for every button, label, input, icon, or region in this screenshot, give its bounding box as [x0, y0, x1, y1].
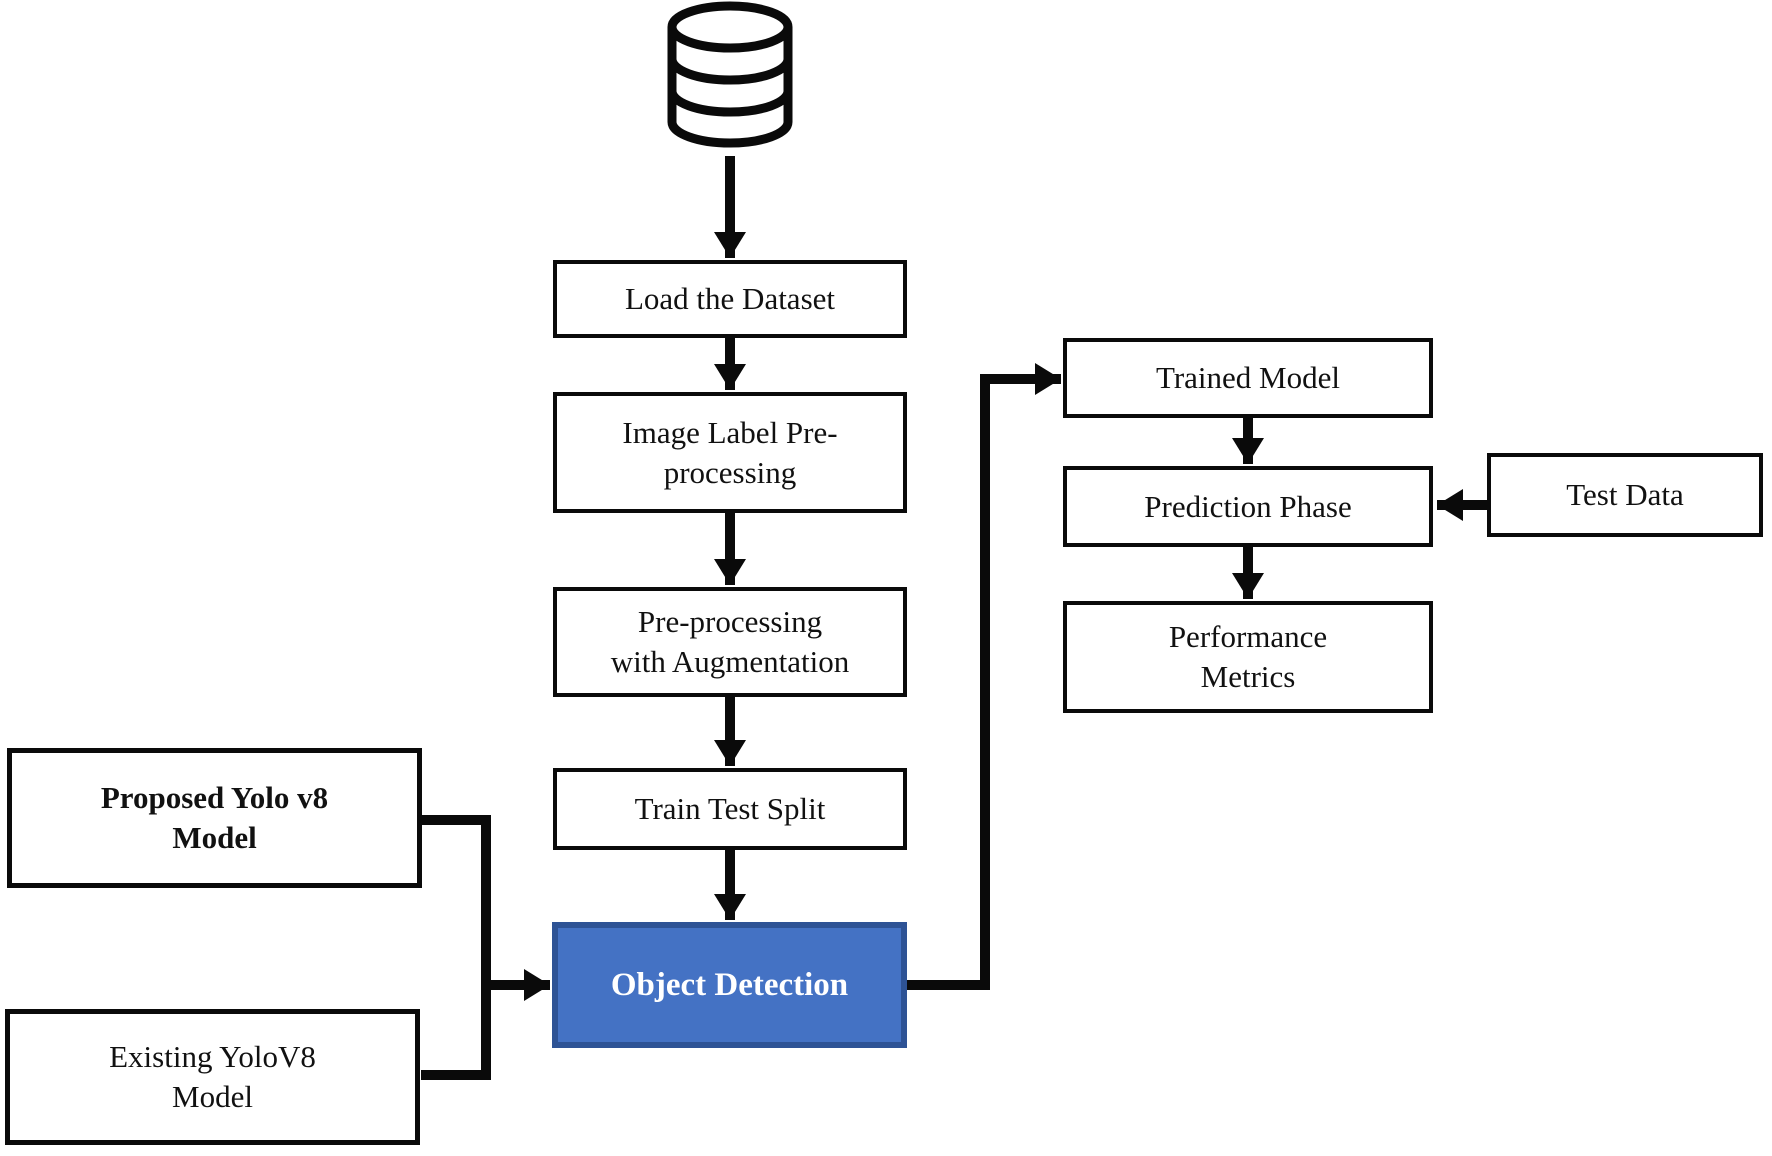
node-existing-yolov8-model: Existing YoloV8 Model — [5, 1009, 420, 1145]
node-performance-metrics: Performance Metrics — [1063, 601, 1433, 713]
node-preprocessing-augmentation: Pre-processing with Augmentation — [553, 587, 907, 697]
node-label: Pre-processing — [637, 604, 823, 640]
node-train-test-split: Train Test Split — [553, 768, 907, 850]
node-label: Test Data — [1566, 477, 1684, 513]
node-proposed-yolov8-model: Proposed Yolo v8 Model — [7, 748, 422, 888]
node-label: Object Detection — [610, 966, 849, 1003]
node-label: Metrics — [1200, 659, 1296, 694]
node-label: Train Test Split — [634, 791, 826, 827]
node-trained-model: Trained Model — [1063, 338, 1433, 418]
node-label: Prediction Phase — [1144, 488, 1352, 524]
node-load-dataset: Load the Dataset — [553, 260, 907, 338]
node-label: Performance — [1168, 619, 1328, 655]
node-label: Image Label Pre- — [622, 414, 838, 450]
node-label: Model — [172, 1079, 253, 1114]
node-image-label-preprocessing: Image Label Pre- processing — [553, 392, 907, 513]
node-label: Trained Model — [1156, 360, 1340, 396]
node-label: Proposed Yolo v8 — [100, 780, 329, 816]
connector-models-trunk — [421, 815, 491, 1080]
node-label: Existing YoloV8 — [109, 1039, 316, 1075]
node-label: Load the Dataset — [624, 281, 836, 317]
node-label: with Augmentation — [610, 644, 850, 679]
node-test-data: Test Data — [1487, 453, 1763, 537]
node-label: Model — [172, 820, 257, 855]
node-object-detection: Object Detection — [552, 922, 907, 1048]
node-prediction-phase: Prediction Phase — [1063, 466, 1433, 547]
database-icon — [667, 1, 793, 148]
node-label: processing — [663, 454, 797, 490]
arrow-detection-to-trained — [907, 362, 1062, 990]
